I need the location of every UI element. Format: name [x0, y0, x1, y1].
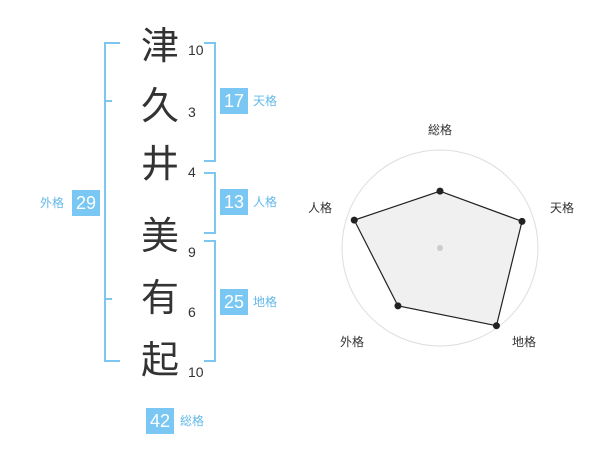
surname-strokes-2: 3 [188, 104, 196, 120]
jinkaku-badge: 13 [220, 189, 248, 215]
chikaku-label: 地格 [253, 295, 278, 309]
surname-char-2: 久 [140, 84, 179, 128]
gaikaku-bracket-tick-2 [104, 298, 112, 300]
radar-point [350, 216, 358, 224]
chikaku-bracket [204, 240, 216, 362]
surname-strokes-1: 10 [188, 42, 204, 58]
radar-point [518, 217, 526, 225]
jinkaku-label: 人格 [253, 195, 278, 209]
radar-label-tenkaku: 天格 [550, 200, 574, 215]
surname-char-1: 津 [140, 24, 179, 68]
radar-label-gaikaku: 外格 [340, 334, 364, 349]
gaikaku-bracket [104, 42, 120, 362]
radar-label-jinkaku: 人格 [308, 200, 332, 215]
radar-point [492, 322, 500, 330]
radar-label-soukaku: 総格 [428, 122, 452, 137]
jinkaku-bracket [204, 172, 216, 234]
radar-label-chikaku: 地格 [512, 334, 536, 349]
given-char-1: 美 [140, 214, 179, 258]
soukaku-label: 総格 [180, 414, 205, 428]
given-strokes-2: 6 [188, 304, 196, 320]
radar-data-polygon [353, 190, 523, 327]
soukaku-badge: 42 [146, 408, 174, 434]
radar-points [350, 187, 526, 330]
given-char-2: 有 [140, 276, 179, 320]
given-char-3: 起 [140, 338, 179, 382]
chikaku-badge: 25 [220, 289, 248, 315]
surname-char-3: 井 [140, 142, 179, 186]
radar-point [394, 302, 402, 310]
tenkaku-label: 天格 [253, 94, 278, 108]
given-strokes-1: 9 [188, 244, 196, 260]
radar-point [436, 187, 444, 195]
radar-center-dot [437, 245, 443, 251]
given-strokes-3: 10 [188, 364, 204, 380]
gaikaku-label: 外格 [40, 196, 65, 210]
surname-strokes-3: 4 [188, 164, 196, 180]
tenkaku-bracket [204, 42, 216, 162]
gaikaku-badge: 29 [72, 190, 100, 216]
gaikaku-bracket-tick-1 [104, 100, 112, 102]
tenkaku-badge: 17 [220, 88, 248, 114]
